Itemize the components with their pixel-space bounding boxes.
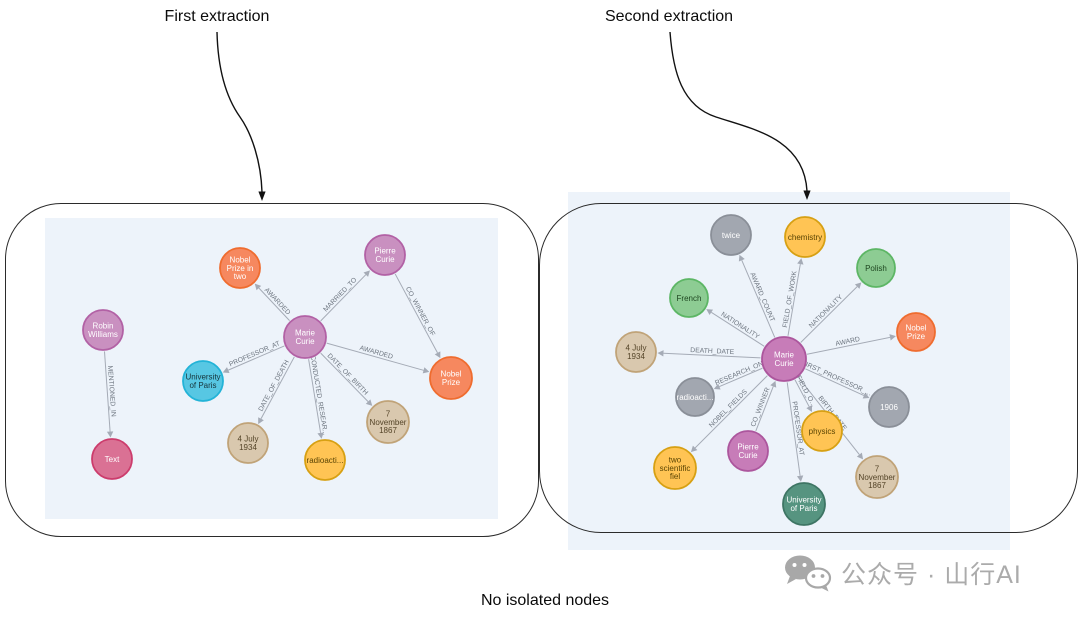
watermark-text: 公众号 · 山行AI — [841, 561, 1022, 589]
graph-node-french: French — [669, 278, 709, 318]
node-label: twice — [722, 231, 741, 240]
bottom-caption: No isolated nodes — [480, 592, 610, 609]
watermark: 公众号 · 山行AI — [781, 553, 1022, 593]
arrowhead-icon — [803, 190, 811, 200]
graph-edge-award: AWARD — [806, 334, 896, 355]
first-extraction-panel — [5, 203, 539, 537]
graph-node-twice: twice — [710, 214, 752, 256]
graph-edge-mentioned_in: MENTIONED_IN — [103, 351, 117, 438]
graph-node-chemistry: chemistry — [784, 216, 826, 258]
first-extraction-arrow — [216, 31, 266, 201]
graph-node-polish: Polish — [856, 248, 896, 288]
edge-label: MENTIONED_IN — [106, 365, 117, 417]
second-extraction-panel — [539, 203, 1078, 533]
node-label: French — [677, 294, 702, 303]
node-label: physics — [809, 427, 836, 436]
node-label: Polish — [865, 264, 887, 273]
graph-node-text: Text — [91, 438, 133, 480]
node-label: chemistry — [788, 233, 822, 242]
node-label: 1906 — [880, 403, 898, 412]
first-extraction-label: First extraction — [164, 8, 270, 25]
graph-node-year-1906: 1906 — [868, 386, 910, 428]
node-label: radioacti... — [307, 456, 344, 465]
edge-label: AWARD — [835, 336, 861, 348]
graph-edge-death_date: DEATH_DATE — [657, 347, 761, 359]
node-label: radioacti... — [677, 393, 714, 402]
graph-node-physics: physics — [801, 410, 843, 452]
second-extraction-label: Second extraction — [604, 8, 734, 25]
arrowhead-icon — [258, 191, 266, 201]
graph-node-radioactivity: radioacti... — [675, 377, 715, 417]
edge-label: DEATH_DATE — [690, 347, 735, 356]
wechat-logo-icon — [785, 555, 832, 592]
second-extraction-arrow — [669, 31, 811, 200]
graph-node-radioactivity: radioacti... — [304, 439, 346, 481]
node-label: Text — [105, 455, 120, 464]
